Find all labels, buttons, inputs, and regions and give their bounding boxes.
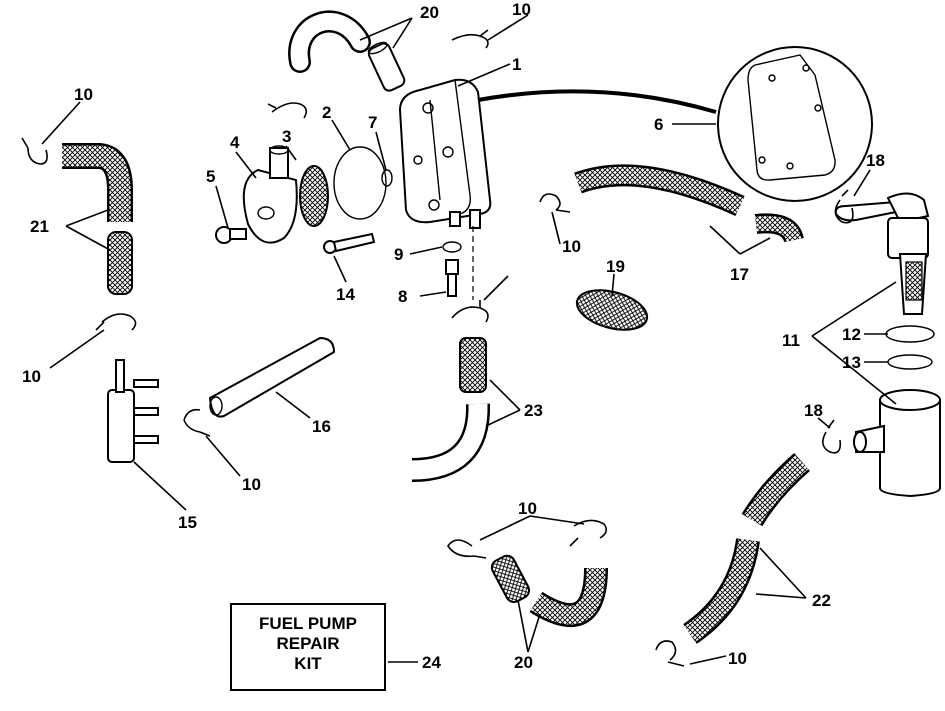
- label-18-top: 18: [866, 151, 885, 170]
- clip-10-bottom-right: [655, 640, 685, 667]
- gasket-inset-6: [717, 46, 873, 202]
- label-12: 12: [842, 325, 861, 344]
- label-20-bottom: 20: [514, 653, 533, 672]
- clip-10-upper-left: [267, 102, 308, 119]
- label-14: 14: [336, 285, 355, 304]
- screw-5: [215, 226, 247, 244]
- label-19: 19: [606, 257, 625, 276]
- washer-9: [442, 241, 462, 253]
- label-9: 9: [394, 245, 403, 264]
- hose-20-bottom: [490, 554, 608, 628]
- kit-line-1: FUEL PUMP: [259, 614, 357, 633]
- kit-line-3: KIT: [294, 654, 322, 673]
- label-1: 1: [512, 55, 521, 74]
- label-20-top: 20: [420, 3, 439, 22]
- clip-10-center-left: [183, 408, 211, 437]
- o-ring-12: [885, 325, 935, 343]
- hose-22: [683, 452, 810, 644]
- clip-10-bottom-center: [569, 519, 608, 547]
- label-2: 2: [322, 103, 331, 122]
- fuel-pump-body-1: [398, 78, 492, 229]
- clip-10-top: [451, 29, 489, 49]
- label-10-bottom-center: 10: [518, 499, 537, 518]
- label-22: 22: [812, 591, 831, 610]
- label-5: 5: [206, 167, 215, 186]
- label-18-bottom: 18: [804, 401, 823, 420]
- pump-cover-4: [242, 145, 298, 244]
- label-10-left-top: 10: [74, 85, 93, 104]
- label-4: 4: [230, 133, 240, 152]
- clip-18-top: [834, 189, 854, 224]
- hose-top-20: [288, 10, 406, 92]
- filter-assembly-11: [834, 192, 941, 498]
- clip-10-left-mid: [95, 313, 137, 331]
- fitting-8: [445, 259, 459, 297]
- filter-element-19: [575, 289, 649, 331]
- clip-10-center-mid: [451, 300, 489, 323]
- bolt-14: [323, 232, 376, 254]
- kit-line-2: REPAIR: [276, 634, 340, 653]
- label-10-top: 10: [512, 0, 531, 19]
- label-10-center-left: 10: [242, 475, 261, 494]
- repair-kit-box-24: FUEL PUMP REPAIR KIT: [230, 603, 386, 691]
- label-11: 11: [782, 331, 800, 350]
- label-21: 21: [30, 217, 49, 236]
- label-17: 17: [730, 265, 749, 284]
- tee-fitting-15: [107, 359, 159, 463]
- label-24: 24: [422, 653, 441, 672]
- label-6: 6: [654, 115, 663, 134]
- label-7: 7: [368, 113, 377, 132]
- clip-10-center: [539, 193, 571, 213]
- label-16: 16: [312, 417, 331, 436]
- diaphragm-3: [299, 165, 329, 227]
- tube-16: [208, 336, 336, 418]
- clip-10-bottom-left: [447, 539, 487, 559]
- clip-10-left-top: [21, 137, 48, 165]
- label-23: 23: [524, 401, 543, 420]
- o-ring-7: [381, 169, 393, 187]
- label-10-left-mid: 10: [22, 367, 41, 386]
- hose-21: [62, 143, 133, 295]
- o-ring-13: [887, 354, 933, 370]
- label-13: 13: [842, 353, 861, 372]
- label-10-bottom-right: 10: [728, 649, 747, 668]
- label-15: 15: [178, 513, 197, 532]
- label-3: 3: [282, 127, 291, 146]
- label-8: 8: [398, 287, 407, 306]
- hose-23: [411, 337, 491, 482]
- hose-17: [574, 164, 804, 243]
- gasket-ring-2: [333, 146, 387, 220]
- label-10-center: 10: [562, 237, 581, 256]
